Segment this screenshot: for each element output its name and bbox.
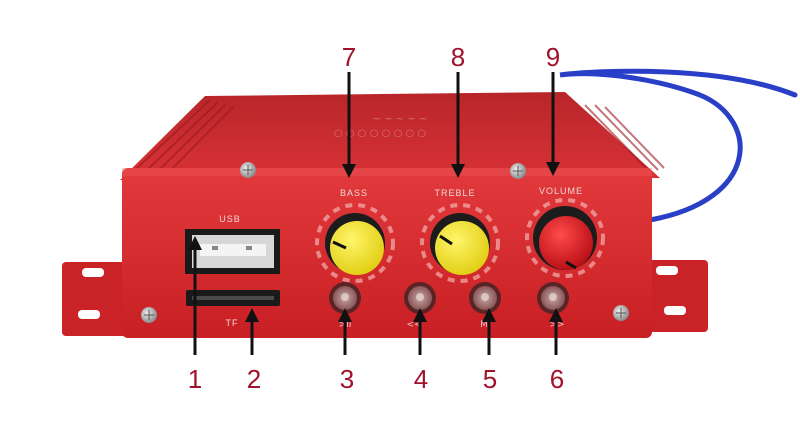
treble-knob[interactable] bbox=[430, 213, 490, 275]
screw-bottom-left bbox=[141, 307, 157, 323]
usb-port[interactable] bbox=[185, 229, 280, 274]
callout-arrow-8 bbox=[451, 72, 465, 178]
callout-number-2: 2 bbox=[247, 364, 261, 394]
callout-number-1: 1 bbox=[188, 364, 202, 394]
model-engraving: ○ ○ ○ ○ ○ ○ ○ ○ bbox=[334, 128, 426, 139]
volume-knob[interactable] bbox=[533, 206, 597, 270]
previous-symbol: << bbox=[406, 320, 421, 330]
bass-knob[interactable] bbox=[325, 213, 385, 275]
tf-label: TF bbox=[226, 318, 239, 328]
case-top: ~ ~ ~ ~ ~ ○ ○ ○ ○ ○ ○ ○ ○ bbox=[120, 92, 665, 180]
usb-label: USB bbox=[219, 214, 241, 224]
volume-label: VOLUME bbox=[539, 186, 583, 196]
callout-arrow-7 bbox=[342, 72, 356, 178]
screw-top-left bbox=[240, 162, 256, 178]
next-button[interactable] bbox=[537, 282, 569, 314]
callout-arrow-9 bbox=[546, 72, 560, 176]
callout-number-5: 5 bbox=[483, 364, 497, 394]
mode-button[interactable] bbox=[469, 282, 501, 314]
callout-arrow-1 bbox=[188, 236, 202, 355]
callout-number-3: 3 bbox=[340, 364, 354, 394]
callout-number-8: 8 bbox=[451, 42, 465, 72]
power-wire bbox=[559, 68, 798, 223]
callout-number-6: 6 bbox=[550, 364, 564, 394]
mounting-bracket-right bbox=[640, 260, 708, 332]
callout-number-4: 4 bbox=[414, 364, 428, 394]
callout-arrow-4 bbox=[413, 308, 427, 355]
treble-label: TREBLE bbox=[434, 188, 475, 198]
brand-engraving: ~ ~ ~ ~ ~ bbox=[373, 114, 428, 125]
previous-button[interactable] bbox=[404, 282, 436, 314]
screw-top-right bbox=[510, 163, 526, 179]
callout-number-7: 7 bbox=[342, 42, 356, 72]
callout-arrow-6 bbox=[549, 308, 563, 355]
callout-arrow-2 bbox=[245, 308, 259, 355]
callout-number-9: 9 bbox=[546, 42, 560, 72]
screw-bottom-right bbox=[613, 305, 629, 321]
callout-arrow-5 bbox=[482, 308, 496, 355]
mode-symbol: M bbox=[480, 320, 488, 330]
callout-arrow-3 bbox=[338, 308, 352, 355]
play-pause-button[interactable] bbox=[329, 282, 361, 314]
bass-label: BASS bbox=[340, 188, 368, 198]
